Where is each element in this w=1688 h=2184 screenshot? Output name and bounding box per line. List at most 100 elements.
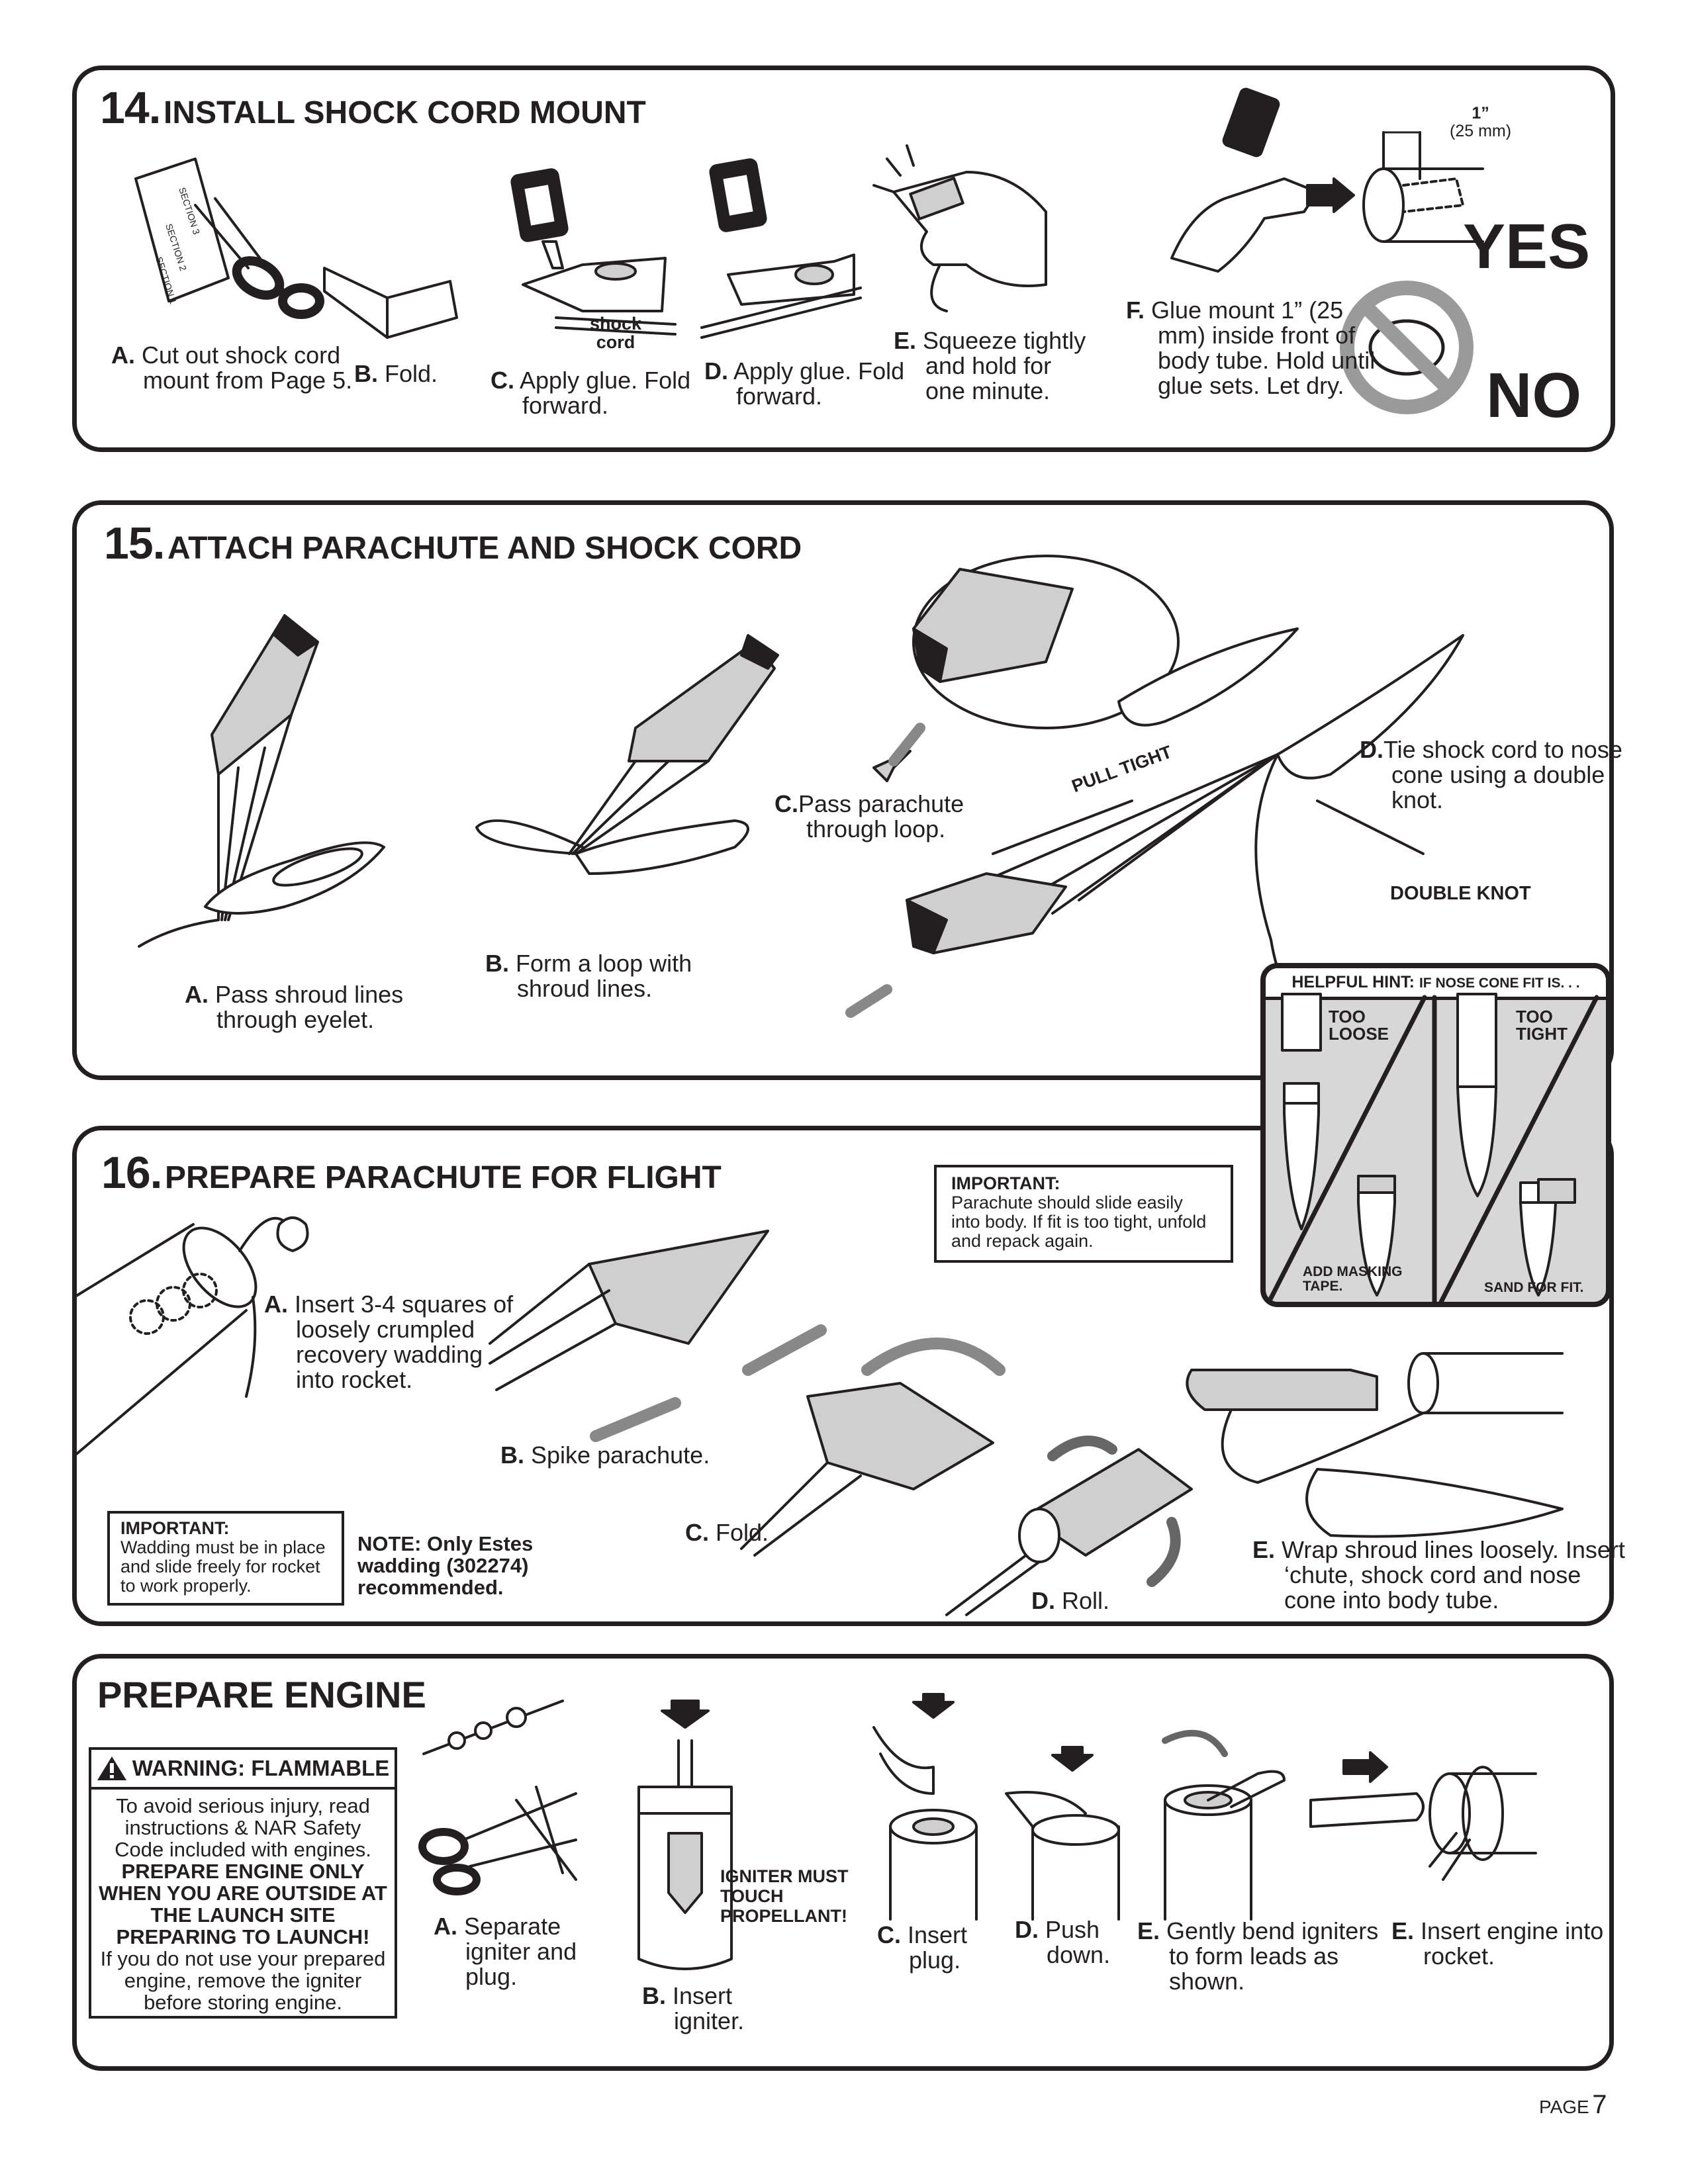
- too-tight-label: TOO TIGHT: [1516, 1007, 1568, 1044]
- insert-chute-illustration: [1186, 1352, 1564, 1538]
- folded-mount-illustration: [323, 267, 458, 339]
- insert-engine-illustration: [1309, 1751, 1537, 1881]
- hint-subtitle: IF NOSE CONE FIT IS. . .: [1419, 976, 1580, 991]
- step-16b-caption: B. Spike parachute.: [500, 1443, 710, 1468]
- fold-parachute-illustration: [740, 1338, 1006, 1557]
- pass-parachute-through-loop-illustration: [872, 555, 1299, 782]
- text: Apply glue. Fold forward.: [520, 367, 691, 419]
- page-number: PAGE 7: [1539, 2090, 1607, 2120]
- letter: D.: [1031, 1587, 1055, 1614]
- letter: D.: [1360, 736, 1383, 763]
- letter: A.: [264, 1291, 288, 1318]
- igniter-must-touch-note: IGNITER MUST TOUCH PROPELLANT!: [720, 1866, 849, 1926]
- text: Push down.: [1045, 1916, 1111, 1968]
- step-14e-caption: E. Squeeze tightly and hold for one minu…: [894, 328, 1098, 404]
- letter: C.: [685, 1519, 709, 1546]
- helpful-hint-box: HELPFUL HINT: IF NOSE CONE FIT IS. . . T…: [1260, 963, 1611, 1307]
- step-title: ATTACH PARACHUTE AND SHOCK CORD: [167, 531, 802, 566]
- separate-igniter-illustration: [418, 1700, 577, 1895]
- step-16a-caption: A. Insert 3-4 squares of loosely crumple…: [264, 1292, 514, 1392]
- prepare-engine-title: PREPARE ENGINE: [97, 1674, 426, 1715]
- engine-c-caption: C. Insert plug.: [877, 1923, 1015, 1973]
- cut-template-illustration: SECTION 3 SECTION 2 SECTION 1: [134, 158, 324, 319]
- text: Wrap shroud lines loosely. Insert ‘chute…: [1282, 1536, 1625, 1614]
- text: Roll.: [1062, 1587, 1110, 1614]
- measure-mm: (25 mm): [1450, 122, 1512, 140]
- shock-cord-label: shock cord: [589, 314, 642, 352]
- glue-mount-in-tube-illustration: [1170, 87, 1484, 273]
- flammable-warning-box: WARNING: FLAMMABLE To avoid serious inju…: [89, 1747, 397, 2019]
- insert-plug-illustration: [872, 1693, 978, 1921]
- engine-d-caption: D. Push down.: [1015, 1917, 1159, 1968]
- text: Glue mount 1” (25 mm) inside front of bo…: [1151, 296, 1376, 399]
- important-text: Parachute should slide easily into body.…: [951, 1193, 1207, 1251]
- text: Form a loop with shroud lines.: [516, 950, 692, 1002]
- text: Pass shroud lines through eyelet.: [215, 981, 404, 1033]
- roll-parachute-illustration: [945, 1435, 1193, 1616]
- letter: E.: [1391, 1917, 1415, 1944]
- text: Gently bend igniters to form leads as sh…: [1166, 1917, 1379, 1995]
- letter: E.: [1137, 1917, 1160, 1944]
- engine-b-caption: B. Insert igniter.: [642, 1983, 786, 2034]
- push-down-illustration: [1005, 1746, 1120, 1921]
- text: Squeeze tightly and hold for one minute.: [923, 327, 1086, 404]
- warning-bold-text: PREPARE ENGINE ONLY WHEN YOU ARE OUTSIDE…: [99, 1860, 387, 1948]
- prepare-engine-panel: [72, 1654, 1614, 2071]
- letter: E.: [1252, 1536, 1276, 1563]
- add-masking-tape-label: ADD MASKING TAPE.: [1303, 1264, 1403, 1294]
- step-16d-caption: D. Roll.: [1031, 1588, 1109, 1614]
- step-14b-caption: B. Fold.: [354, 361, 438, 387]
- insert-igniter-illustration: [637, 1700, 733, 1970]
- no-label: NO: [1486, 360, 1581, 431]
- nose-cone-fit-illustration: [1266, 993, 1599, 1302]
- sand-for-fit-label: SAND FOR FIT.: [1484, 1280, 1584, 1295]
- text: Apply glue. Fold forward.: [733, 357, 905, 410]
- warning-title: WARNING: FLAMMABLE: [91, 1750, 395, 1790]
- letter: A.: [185, 981, 209, 1008]
- warning-title-text: WARNING: FLAMMABLE: [132, 1756, 390, 1780]
- wadding-note: NOTE: Only Estes wadding (302274) recomm…: [357, 1532, 534, 1599]
- step-number: 16.: [101, 1148, 163, 1198]
- important-repack-box: IMPORTANT: Parachute should slide easily…: [934, 1165, 1233, 1263]
- text: Spike parachute.: [531, 1441, 710, 1469]
- letter: B.: [354, 360, 378, 387]
- step-number: 14.: [100, 83, 162, 133]
- spike-parachute-illustration: [489, 1230, 827, 1442]
- step-16-heading: 16. PREPARE PARACHUTE FOR FLIGHT: [101, 1147, 722, 1199]
- step-16c-caption: C. Fold.: [685, 1520, 769, 1545]
- letter: D.: [704, 357, 728, 385]
- bend-igniters-illustration: [1162, 1729, 1286, 1921]
- shroud-loop-illustration: [475, 634, 779, 875]
- step-14f-caption: F. Glue mount 1” (25 mm) inside front of…: [1126, 298, 1376, 398]
- step-number: 15.: [104, 518, 165, 569]
- warning-triangle-icon: [97, 1756, 126, 1780]
- step-15c-caption: C.Pass parachute through loop.: [774, 792, 965, 842]
- letter: A.: [434, 1913, 457, 1940]
- warning-text: If you do not use your prepared engine, …: [100, 1947, 386, 2014]
- warning-body: To avoid serious injury, read instructio…: [91, 1790, 395, 2019]
- text: Fold.: [385, 360, 438, 387]
- letter: B.: [485, 950, 509, 977]
- step-15d-caption: D.Tie shock cord to nose cone using a do…: [1360, 737, 1630, 813]
- engine-a-caption: A. Separate igniter and plug.: [434, 1914, 618, 1989]
- text: Insert plug.: [908, 1921, 968, 1974]
- step-14c-caption: C. Apply glue. Fold forward.: [491, 368, 721, 418]
- hint-title-text: HELPFUL HINT:: [1291, 973, 1415, 991]
- step-15-heading: 15. ATTACH PARACHUTE AND SHOCK CORD: [104, 518, 802, 569]
- step-title: INSTALL SHOCK CORD MOUNT: [163, 95, 646, 130]
- engine-e1-caption: E. Gently bend igniters to form leads as…: [1137, 1919, 1387, 1994]
- text: Pass parachute through loop.: [798, 790, 964, 842]
- measure-inches: 1”: [1472, 104, 1489, 122]
- text: Fold.: [716, 1519, 769, 1546]
- step-15a-caption: A. Pass shroud lines through eyelet.: [185, 982, 468, 1032]
- important-title: IMPORTANT:: [120, 1518, 230, 1538]
- step-title: PREPARE PARACHUTE FOR FLIGHT: [164, 1160, 722, 1195]
- step-14-heading: 14. INSTALL SHOCK CORD MOUNT: [100, 82, 646, 134]
- letter: C.: [491, 367, 514, 394]
- letter: D.: [1015, 1916, 1039, 1943]
- too-loose-label: TOO LOOSE: [1329, 1007, 1389, 1044]
- text: Insert engine into rocket.: [1421, 1917, 1604, 1970]
- letter: B.: [642, 1982, 666, 2009]
- letter: E.: [894, 327, 917, 354]
- important-title: IMPORTANT:: [951, 1173, 1060, 1193]
